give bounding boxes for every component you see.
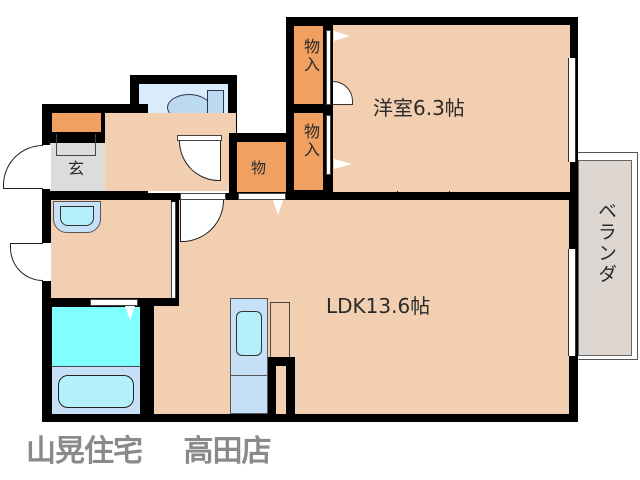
counter-divider bbox=[231, 375, 269, 376]
bedroom-window bbox=[568, 58, 576, 162]
kitchen-shelf bbox=[270, 302, 290, 358]
side-door[interactable] bbox=[43, 243, 51, 281]
bedroom: 洋室6.3帖 bbox=[333, 25, 570, 192]
door-arrow-icon bbox=[334, 31, 350, 41]
closet-lower-label: 物入 bbox=[301, 123, 320, 159]
company-name: 山晃住宅 bbox=[26, 434, 143, 469]
front-door-swing-icon bbox=[3, 145, 43, 189]
ldk-entry-door[interactable] bbox=[180, 193, 226, 200]
ldk-window bbox=[568, 249, 576, 356]
closet-lower: 物入 bbox=[294, 113, 323, 190]
branch-name: 高田店 bbox=[183, 434, 271, 469]
front-door[interactable] bbox=[43, 145, 51, 189]
washroom-sliding-door[interactable] bbox=[171, 202, 176, 298]
washroom bbox=[51, 200, 171, 298]
sink-icon bbox=[236, 311, 262, 356]
storage-door[interactable] bbox=[238, 193, 286, 200]
storage-label: 物 bbox=[251, 159, 267, 177]
ldk-label: LDK13.6帖 bbox=[326, 294, 431, 318]
closet-upper-door[interactable] bbox=[326, 30, 331, 105]
closet-lower-door[interactable] bbox=[326, 115, 331, 175]
door-arrow-icon bbox=[273, 200, 283, 215]
washbasin-icon bbox=[53, 201, 101, 233]
closet-upper-label: 物入 bbox=[301, 38, 320, 74]
veranda-label: ベランダ bbox=[595, 201, 617, 285]
closet-upper: 物入 bbox=[294, 26, 323, 104]
storage: 物 bbox=[237, 142, 286, 192]
shoe-cabinet bbox=[52, 113, 101, 132]
bedroom-label: 洋室6.3帖 bbox=[373, 96, 465, 120]
kitchen-counter bbox=[230, 298, 269, 414]
ldk: LDK13.6帖 bbox=[146, 200, 569, 414]
veranda: ベランダ bbox=[578, 160, 632, 356]
footer-company: 山晃住宅 高田店 bbox=[26, 426, 271, 470]
bathtub bbox=[52, 367, 140, 414]
door-arrow-icon bbox=[334, 159, 352, 169]
side-door-swing-icon bbox=[10, 243, 43, 281]
shoe-cabinet-door[interactable] bbox=[56, 134, 96, 156]
bathtub-icon bbox=[58, 375, 134, 408]
door-arrow-icon bbox=[125, 306, 135, 320]
basin-bowl bbox=[60, 206, 94, 226]
bathroom-door[interactable] bbox=[90, 299, 138, 306]
kitchen-pillar-inner bbox=[276, 366, 286, 414]
entrance-label: 玄 bbox=[68, 159, 85, 178]
